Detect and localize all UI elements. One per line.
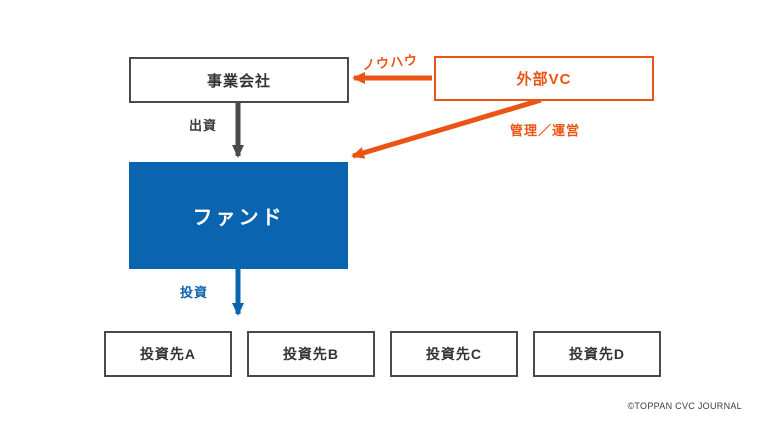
funding-arrow-label: 出資: [188, 118, 217, 133]
node-investee-c: 投資先C: [390, 331, 518, 377]
node-investee-d: 投資先D: [533, 331, 661, 377]
node-business-company: 事業会社: [129, 57, 349, 103]
copyright-credit: ©TOPPAN CVC JOURNAL: [627, 401, 742, 411]
node-investee-a: 投資先A: [104, 331, 232, 377]
node-external-vc: 外部VC: [434, 56, 654, 101]
node-investee-b: 投資先B: [247, 331, 375, 377]
investment-arrow-label: 投資: [179, 285, 208, 300]
node-fund: ファンド: [129, 162, 348, 269]
management-arrow-label: 管理／運営: [509, 123, 580, 138]
knowhow-arrow-label: ノウハウ: [361, 52, 419, 73]
